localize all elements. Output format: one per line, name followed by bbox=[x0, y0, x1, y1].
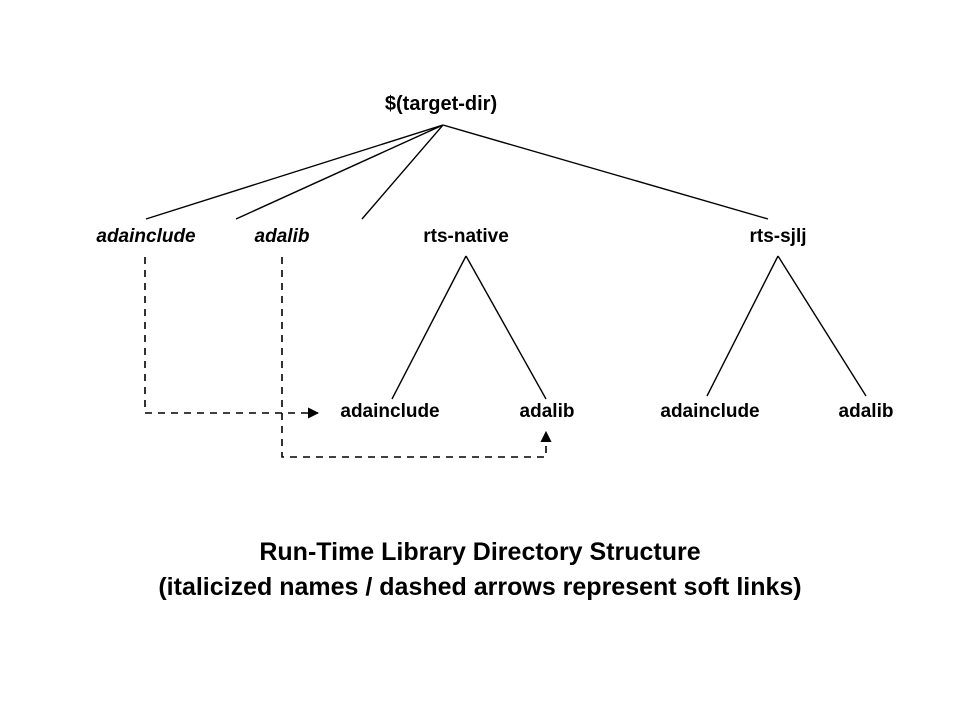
node-rts-native-adalib[interactable]: adalib bbox=[519, 401, 575, 422]
node-target-dir[interactable]: $(target-dir) bbox=[384, 93, 498, 115]
node-rts-sjlj[interactable]: rts-sjlj bbox=[749, 226, 807, 247]
node-rts-native-adainclude[interactable]: adainclude bbox=[340, 401, 440, 422]
edge-root-rts-native bbox=[361, 124, 444, 220]
node-adainclude-link[interactable]: adainclude bbox=[96, 226, 196, 247]
edge-root-adainclude bbox=[145, 124, 444, 220]
caption-line-1: Run-Time Library Directory Structure bbox=[259, 538, 701, 566]
node-rts-native[interactable]: rts-native bbox=[423, 226, 509, 247]
node-rts-sjlj-adalib[interactable]: adalib bbox=[838, 401, 894, 422]
node-adalib-link[interactable]: adalib bbox=[254, 226, 310, 247]
edge-root-rts-sjlj bbox=[442, 124, 769, 220]
softlink-adalib-arrow bbox=[281, 257, 552, 458]
edge-root-adalib bbox=[235, 124, 444, 220]
edge-rts-sjlj-adainclude bbox=[706, 255, 779, 397]
softlink-adainclude-arrow bbox=[144, 257, 320, 419]
edge-rts-native-adainclude bbox=[391, 255, 467, 400]
node-rts-sjlj-adainclude[interactable]: adainclude bbox=[660, 401, 760, 422]
caption-line-2: (italicized names / dashed arrows repres… bbox=[158, 573, 802, 601]
edge-rts-native-adalib bbox=[465, 255, 547, 400]
edge-rts-sjlj-adalib bbox=[777, 255, 867, 397]
